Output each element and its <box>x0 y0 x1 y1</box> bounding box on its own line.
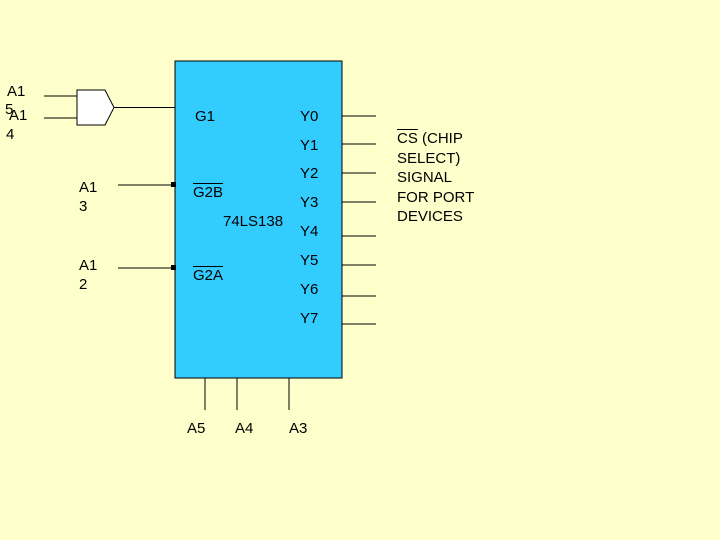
note-line-4: FOR PORT <box>397 188 475 206</box>
note-line-3: SIGNAL <box>397 169 453 186</box>
note-line-5: DEVICES <box>397 208 463 225</box>
g2a-input-label-2: 2 <box>79 276 88 293</box>
chip-select-note: CS (CHIP SELECT) SIGNAL FOR PORT DEVICES <box>397 129 474 227</box>
and-gate <box>76 89 115 126</box>
and-input-bottom-label-1: A1 <box>9 107 28 124</box>
decoder-chip-body <box>174 60 343 379</box>
g2a-wire-dot <box>171 265 176 270</box>
g1-pin-label: G1 <box>195 108 216 125</box>
output-label-y6: Y6 <box>300 281 319 298</box>
cs-overline-text: CS <box>397 130 418 147</box>
chip-name-label: 74LS138 <box>223 213 284 230</box>
note-line-2: SELECT) <box>397 149 461 167</box>
and-input-bottom-label-2: 4 <box>6 126 15 143</box>
select-input-label-a4: A4 <box>235 420 254 437</box>
note-line-1-rest: (CHIP <box>417 130 463 147</box>
g2b-input-label-2: 3 <box>79 198 88 215</box>
output-label-y1: Y1 <box>300 137 319 154</box>
output-label-y7: Y7 <box>300 310 319 327</box>
g2a-input-label-1: A1 <box>79 257 98 274</box>
and-input-top-label-1: A1 <box>7 83 26 100</box>
output-label-y0: Y0 <box>300 108 319 125</box>
g2b-pin-label: G2B <box>193 184 224 201</box>
output-label-y4: Y4 <box>300 223 319 240</box>
output-label-y3: Y3 <box>300 194 319 211</box>
g2a-pin-label: G2A <box>193 267 224 284</box>
g2b-wire-dot <box>171 182 176 187</box>
output-label-y2: Y2 <box>300 165 319 182</box>
g2b-input-label-1: A1 <box>79 179 98 196</box>
output-label-y5: Y5 <box>300 252 319 269</box>
select-input-label-a3: A3 <box>289 420 308 437</box>
select-input-label-a5: A5 <box>187 420 206 437</box>
and-input-top-label-2: 5 <box>5 101 14 118</box>
